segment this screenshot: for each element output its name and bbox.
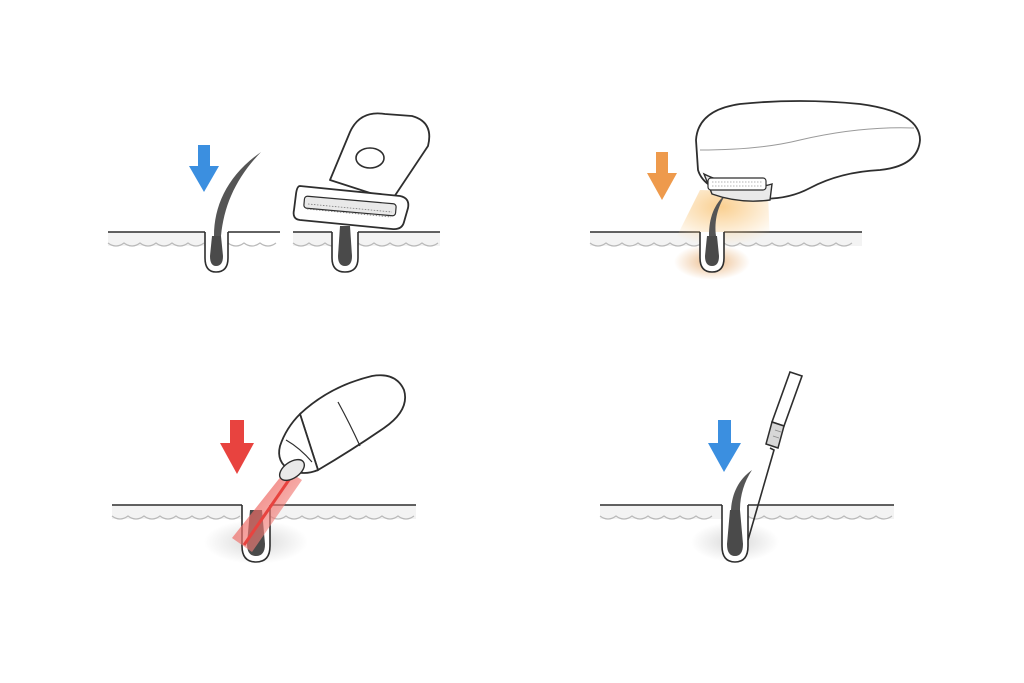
hair-follicle [721,505,749,563]
skin-layer [107,231,440,247]
down-arrow [708,420,741,472]
electrolysis-probe-icon [747,370,804,541]
hair-follicle-shaved [331,226,359,273]
panel-laser [111,374,416,564]
hair-strand [214,152,261,236]
hair-strand [709,194,726,236]
panel-electrolysis [599,370,894,563]
hair-strand [731,470,752,510]
ipl-handset-icon [695,100,921,202]
down-arrow [220,420,254,474]
laser-handpiece-icon [278,374,406,482]
down-arrow [647,152,677,200]
down-arrow [189,145,219,192]
hair-follicle [204,232,229,273]
panel-shaving [107,112,440,273]
panel-ipl [589,100,921,280]
razor-icon [292,112,431,231]
laser-beam [232,470,302,552]
hair-follicle [699,232,725,273]
